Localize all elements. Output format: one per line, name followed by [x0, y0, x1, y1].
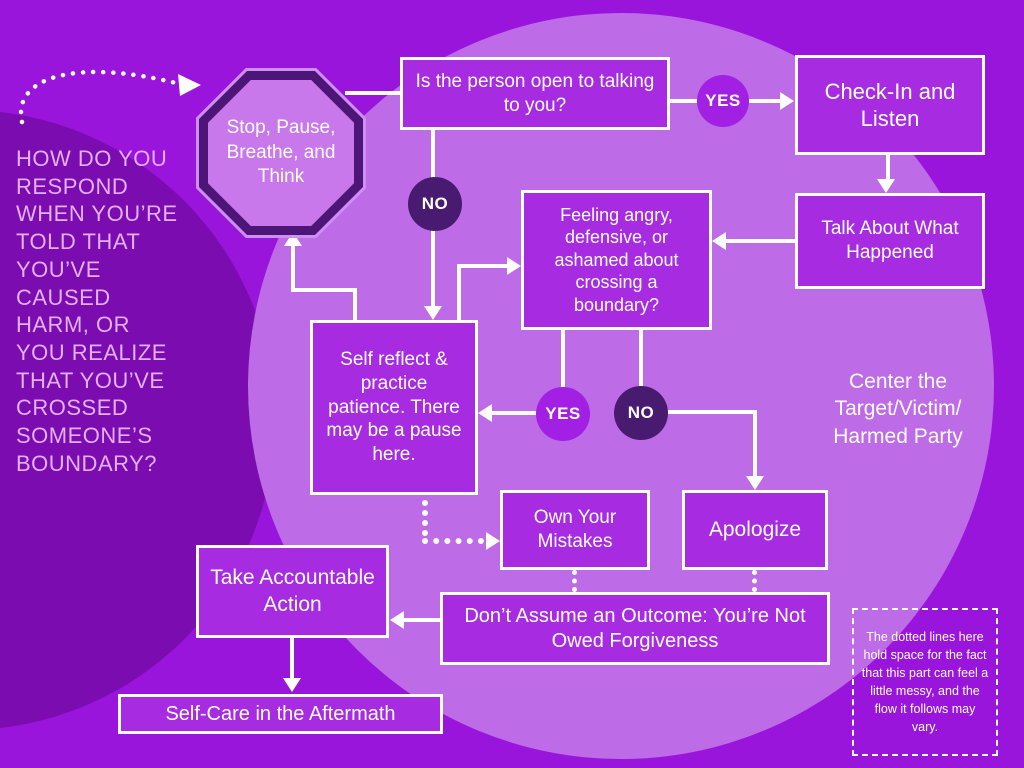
node-dont-assume: Don’t Assume an Outcome: You’re Not Owed… — [440, 592, 830, 665]
headline-question: HOW DO YOU RESPOND WHEN YOU’RE TOLD THAT… — [16, 146, 178, 476]
node-own-mistakes: Own Your Mistakes — [500, 490, 650, 570]
connector-reflect-to-octagon-h — [291, 288, 357, 292]
curved-dotted-arrow-icon — [18, 69, 201, 125]
connector-no2-to-apologize-h — [667, 410, 757, 414]
arrowhead-into-own-mistakes — [486, 532, 500, 550]
arrowhead-into-talk — [877, 179, 895, 193]
node-talk-about: Talk About What Happened — [795, 193, 985, 289]
stop-octagon-label: Stop, Pause, Breathe, and Think — [208, 80, 354, 226]
node-open-question: Is the person open to talking to you? — [400, 57, 670, 130]
no-badge-1: NO — [408, 177, 462, 231]
node-accountable-action: Take Accountable Action — [196, 545, 389, 638]
connector-feeling-to-yes2 — [561, 330, 565, 388]
dotted-connector-apologize-to-outcome — [752, 570, 757, 592]
connector-action-to-selfcare — [290, 638, 294, 680]
arrowhead-into-reflect-top — [424, 306, 442, 320]
connector-yes2-to-reflect — [490, 411, 540, 415]
arrowhead-into-apologize — [746, 476, 764, 490]
yes-badge-2: YES — [536, 387, 590, 441]
connector-reflect-to-feeling-vert — [457, 266, 461, 320]
no-badge-2: NO — [614, 386, 668, 440]
stop-octagon-border: Stop, Pause, Breathe, and Think — [199, 71, 363, 235]
arrowhead-into-feeling-right — [712, 232, 726, 250]
stop-octagon: Stop, Pause, Breathe, and Think — [196, 68, 366, 238]
connector-outcome-to-action — [402, 618, 440, 622]
connector-checkin-to-talk — [886, 155, 890, 183]
yes-badge-1: YES — [697, 75, 749, 127]
connector-reflect-to-octagon-v2 — [291, 244, 295, 290]
node-check-in: Check-In and Listen — [795, 55, 985, 155]
node-self-care: Self-Care in the Aftermath — [118, 694, 443, 734]
connector-reflect-to-octagon-v1 — [353, 290, 357, 320]
node-feeling-question: Feeling angry, defensive, or ashamed abo… — [521, 190, 712, 330]
arrowhead-into-checkin — [780, 92, 794, 110]
node-apologize: Apologize — [682, 490, 828, 570]
dotted-connector-reflect-to-own — [422, 538, 484, 544]
arrowhead-into-selfcare — [283, 678, 301, 692]
center-target-text: Center the Target/Victim/ Harmed Party — [833, 370, 963, 448]
arrowhead-into-feeling-left — [507, 257, 521, 275]
dotted-connector-reflect-down — [422, 500, 428, 536]
note-dotted-lines: The dotted lines here hold space for the… — [852, 608, 998, 756]
arrowhead-into-reflect-right — [478, 404, 492, 422]
connector-talk-to-feeling — [724, 239, 795, 243]
arrowhead-into-action — [390, 611, 404, 629]
connector-octagon-to-open — [345, 91, 403, 95]
connector-reflect-to-feeling-horiz — [457, 264, 507, 268]
connector-feeling-to-no2 — [639, 330, 643, 387]
node-self-reflect: Self reflect & practice patience. There … — [310, 320, 478, 495]
dotted-connector-own-to-outcome — [572, 570, 577, 592]
connector-no2-to-apologize-v — [753, 410, 757, 476]
